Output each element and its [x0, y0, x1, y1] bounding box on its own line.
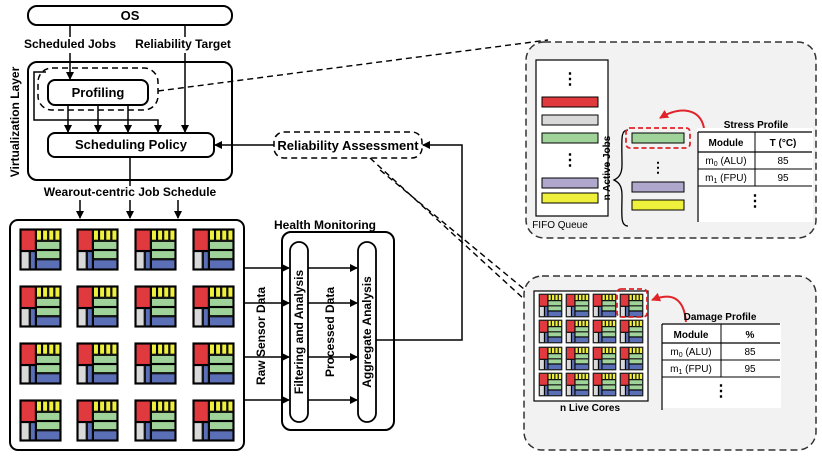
raw-sensor-data-label: Raw Sensor Data	[254, 287, 268, 385]
mini-core-tile-2-2	[592, 346, 617, 371]
stress-row-1-value: 95	[777, 173, 789, 184]
core-tile-3-1	[76, 399, 119, 442]
active-ellipsis: ⋮	[651, 159, 665, 175]
core-grid	[19, 228, 235, 442]
virtualization-layer-label: Virtualization Layer	[8, 66, 22, 177]
core-tile-3-3	[192, 399, 235, 442]
stress-row-0-value: 85	[777, 156, 789, 167]
queue-job-red	[541, 96, 599, 108]
stress-profile-title: Stress Profile	[724, 120, 789, 131]
damage-header-percent: %	[746, 330, 755, 341]
core-grid-box	[9, 219, 245, 451]
core-tile-0-2	[134, 228, 177, 271]
mini-core-tile-0-2	[592, 293, 617, 318]
queue-job-green	[541, 132, 599, 144]
os-label: OS	[121, 8, 140, 23]
core-tile-3-0	[19, 399, 62, 442]
aggregate-analysis-box	[357, 241, 377, 423]
damage-header-module: Module	[674, 330, 709, 341]
filtering-analysis-label: Filtering and Analysis	[292, 270, 306, 395]
damage-row-0-value: 85	[744, 347, 756, 358]
mini-core-tile-3-0	[538, 372, 563, 397]
stress-row-1-module: m1 (FPU)	[705, 173, 747, 185]
mini-core-tile-0-1	[565, 293, 590, 318]
stress-header-module: Module	[709, 138, 744, 149]
profiling-label: Profiling	[72, 85, 125, 100]
assessment-zoom-connector-2	[379, 169, 531, 295]
active-job-green	[631, 132, 685, 144]
mini-core-tile-3-2	[592, 372, 617, 397]
mini-core-tile-2-3	[619, 346, 644, 371]
mini-core-tile-1-2	[592, 319, 617, 344]
queue-job-gray	[541, 114, 599, 126]
stress-table-ellipsis: ⋮	[747, 193, 763, 210]
core-tile-1-2	[134, 285, 177, 328]
damage-table: Module % m0 (ALU) 85 m1 (FPU) 95 ⋮	[661, 323, 781, 410]
mini-core-tile-3-1	[565, 372, 590, 397]
queue-ellipsis-mid: ⋮	[562, 152, 578, 169]
core-tile-0-1	[76, 228, 119, 271]
scheduled-jobs-label: Scheduled Jobs	[24, 37, 116, 51]
profiling-zoom-connector	[157, 39, 549, 92]
damage-row-1-module: m1 (FPU)	[670, 364, 712, 376]
core-tile-0-3	[192, 228, 235, 271]
queue-ellipsis-top: ⋮	[562, 71, 578, 88]
core-tile-2-1	[76, 342, 119, 385]
reliability-assessment-label: Reliability Assessment	[277, 138, 419, 153]
mini-core-tile-0-0	[538, 293, 563, 318]
active-job-highlight	[625, 127, 691, 149]
stress-header-temp: T (°C)	[770, 138, 797, 149]
stress-table: Module T (°C) m0 (ALU) 85 m1 (FPU) 95 ⋮	[697, 131, 812, 222]
health-monitoring-label: Health Monitoring	[274, 218, 376, 232]
core-tile-0-0	[19, 228, 62, 271]
scheduling-policy-label: Scheduling Policy	[75, 137, 188, 152]
queue-job-yellow	[541, 192, 599, 204]
damage-row-0-module: m0 (ALU)	[670, 347, 711, 359]
mini-core-tile-0-3	[619, 293, 644, 318]
mini-core-tile-3-3	[619, 372, 644, 397]
mini-core-tile-2-1	[565, 346, 590, 371]
queue-job-purple	[541, 177, 599, 189]
reliability-target-label: Reliability Target	[135, 37, 231, 51]
n-active-jobs-label: n Active Jobs	[602, 135, 613, 200]
assessment-zoom-connector	[369, 157, 537, 311]
mini-core-tile-1-1	[565, 319, 590, 344]
n-live-cores-label: n Live Cores	[560, 403, 620, 414]
core-tile-1-1	[76, 285, 119, 328]
processed-data-label: Processed Data	[323, 287, 337, 377]
os-box	[27, 5, 233, 26]
stress-red-arrow	[659, 109, 705, 129]
core-tile-3-2	[134, 399, 177, 442]
mini-core-tile-1-3	[619, 319, 644, 344]
aggregate-analysis-label: Aggregate Analysis	[360, 276, 374, 388]
mini-core-highlight	[616, 288, 648, 318]
core-tile-2-2	[134, 342, 177, 385]
fifo-queue-label: FIFO Queue	[532, 220, 588, 231]
damage-table-ellipsis: ⋮	[713, 383, 729, 400]
mini-core-grid	[538, 293, 644, 397]
damage-row-1-value: 95	[744, 364, 756, 375]
stress-row-0-module: m0 (ALU)	[705, 156, 746, 168]
damage-profile-title: Damage Profile	[684, 312, 757, 323]
wearout-schedule-label: Wearout-centric Job Schedule	[44, 185, 217, 199]
bypass-to-policy-arrow	[33, 71, 162, 133]
mini-core-tile-2-0	[538, 346, 563, 371]
active-job-yellow	[631, 199, 685, 211]
core-tile-2-0	[19, 342, 62, 385]
core-tile-2-3	[192, 342, 235, 385]
mini-core-tile-1-0	[538, 319, 563, 344]
core-tile-1-3	[192, 285, 235, 328]
damage-red-arrow	[651, 292, 687, 323]
core-tile-1-0	[19, 285, 62, 328]
active-jobs-brace	[612, 129, 629, 227]
filtering-analysis-box	[289, 241, 309, 423]
active-job-purple	[631, 181, 685, 193]
